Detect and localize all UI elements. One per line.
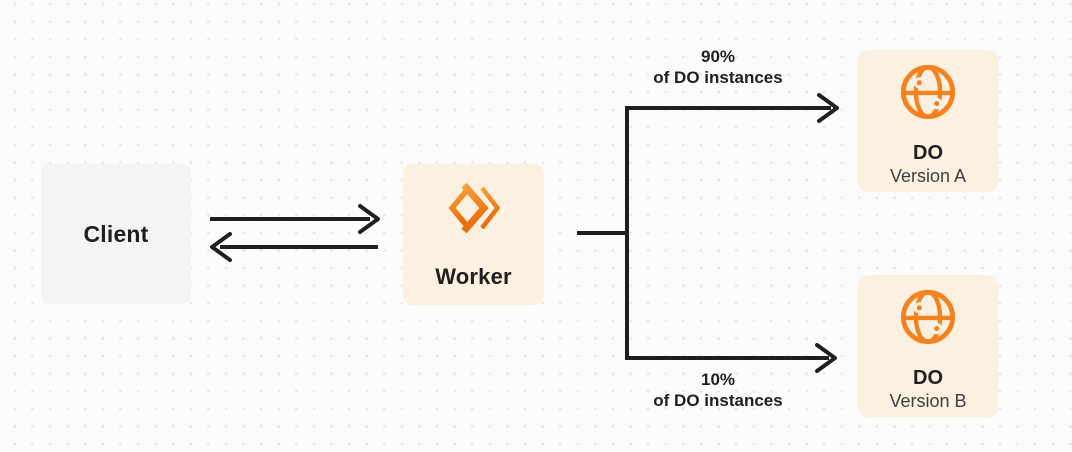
do-subtitle: Version B xyxy=(889,391,967,411)
worker-label: Worker xyxy=(435,264,512,289)
do-version-a-node: DO Version A xyxy=(858,50,998,192)
client-node: Client xyxy=(41,164,191,304)
do-subtitle: Version A xyxy=(889,166,967,186)
branch-caption: of DO instances xyxy=(653,68,783,87)
client-to-worker-arrow xyxy=(210,204,380,234)
branch-percent: 90% xyxy=(700,47,736,66)
worker-to-client-arrow xyxy=(210,232,378,262)
globe-icon xyxy=(899,288,957,346)
worker-node: Worker xyxy=(403,164,544,305)
branch-label-10: 10% of DO instances xyxy=(618,369,818,411)
branch-label-90: 90% of DO instances xyxy=(618,46,818,88)
client-label: Client xyxy=(83,220,149,247)
branch-percent: 10% xyxy=(700,370,736,389)
workers-logo-icon xyxy=(447,182,500,234)
do-title: DO xyxy=(913,367,943,389)
worker-split-branch xyxy=(577,93,839,373)
do-version-b-node: DO Version B xyxy=(858,275,998,417)
do-title: DO xyxy=(913,142,943,164)
branch-caption: of DO instances xyxy=(653,391,783,410)
globe-icon xyxy=(899,63,957,121)
